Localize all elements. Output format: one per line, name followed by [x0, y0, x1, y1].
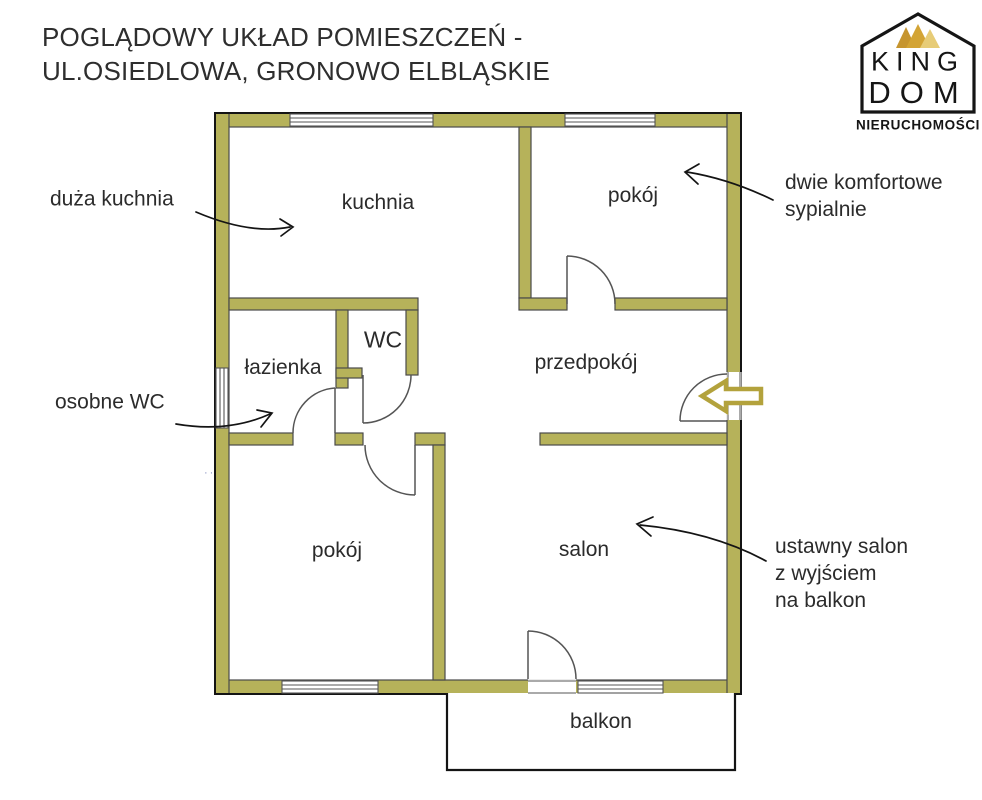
annotation-sypialnie: dwie komfortowe sypialnie [785, 169, 943, 223]
wall-wc-stub [335, 367, 363, 379]
wall-kuchnia-pokoj [518, 126, 532, 299]
annotation-osobne-wc: osobne WC [55, 390, 165, 414]
logo-subtitle: NIERUCHOMOŚCI [855, 117, 981, 133]
balkon-outline [445, 693, 737, 772]
room-label-lazienka: łazienka [244, 356, 322, 379]
wall-kuchnia-bottom [228, 297, 419, 311]
door-gaps [528, 372, 742, 695]
logo-house-icon [860, 12, 976, 114]
arrow-osobne-wc [175, 409, 274, 428]
annotation-ustawny-salon-line3: na balkon [775, 589, 867, 612]
room-label-kuchnia: kuchnia [341, 191, 415, 214]
door-entrance [679, 373, 728, 422]
door-lazienka [292, 387, 336, 434]
annotation-arrows [175, 163, 774, 562]
annotation-duza-kuchnia: duża kuchnia [50, 187, 174, 211]
wall-przedpokoj-top-right [614, 297, 728, 311]
page-title-line1: POGLĄDOWY UKŁAD POMIESZCZEŃ - [42, 22, 523, 52]
annotation-ustawny-salon-line1: ustawny salon [775, 535, 909, 558]
logo-graphics [860, 12, 976, 114]
windows [215, 113, 664, 694]
logo-dom-text: DOM [868, 75, 968, 110]
door-pokoj-gorny [566, 255, 616, 305]
plan-outer-boundary [214, 112, 742, 695]
door-wc [362, 374, 412, 424]
wall-wc-right [405, 309, 419, 376]
entrance-arrow-icon [697, 376, 764, 416]
arrow-sypialnie [683, 163, 774, 201]
room-label-wc: WC [363, 326, 403, 353]
wall-lazienka-bottom-2 [334, 432, 364, 446]
arrow-ustawny-salon [635, 516, 767, 562]
room-label-pokoj-gorny: pokój [607, 184, 659, 207]
window-top-pokoj [564, 113, 656, 127]
annotation-sypialnie-line1: dwie komfortowe [785, 171, 943, 194]
door-balkon [527, 630, 577, 680]
room-label-przedpokoj: przedpokój [534, 351, 638, 374]
room-label-salon: salon [558, 538, 610, 561]
door-pokoj-dolny [364, 444, 416, 496]
window-top-kuchnia [289, 113, 434, 127]
doors [292, 255, 728, 680]
room-label-balkon: balkon [570, 710, 632, 733]
wall-lazienka-bottom-3 [414, 432, 446, 446]
print-artifact-dots: ·· [204, 467, 216, 479]
logo-king-text: KING [870, 46, 966, 77]
annotation-sypialnie-line2: sypialnie [785, 198, 867, 221]
logo-crown-icon [896, 24, 940, 48]
wall-pokoj-salon [432, 444, 446, 681]
arrow-duza-kuchnia [195, 211, 295, 237]
annotation-ustawny-salon: ustawny salon z wyjściem na balkon [775, 533, 908, 614]
window-bottom-pokoj [281, 680, 379, 694]
balkon-door-gap [528, 679, 576, 695]
walls [214, 112, 742, 695]
wall-przedpokoj-bottom [539, 432, 728, 446]
window-bottom-salon [577, 680, 664, 694]
annotation-ustawny-salon-line2: z wyjściem [775, 562, 877, 585]
page-title: POGLĄDOWY UKŁAD POMIESZCZEŃ - UL.OSIEDLO… [42, 20, 550, 88]
window-left-lazienka [215, 367, 229, 429]
room-label-pokoj-dolny: pokój [311, 539, 363, 562]
wall-lazienka-bottom-1 [228, 432, 294, 446]
page-title-line2: UL.OSIEDLOWA, GRONOWO ELBLĄSKIE [42, 56, 551, 86]
wall-przedpokoj-top-left [518, 297, 568, 311]
